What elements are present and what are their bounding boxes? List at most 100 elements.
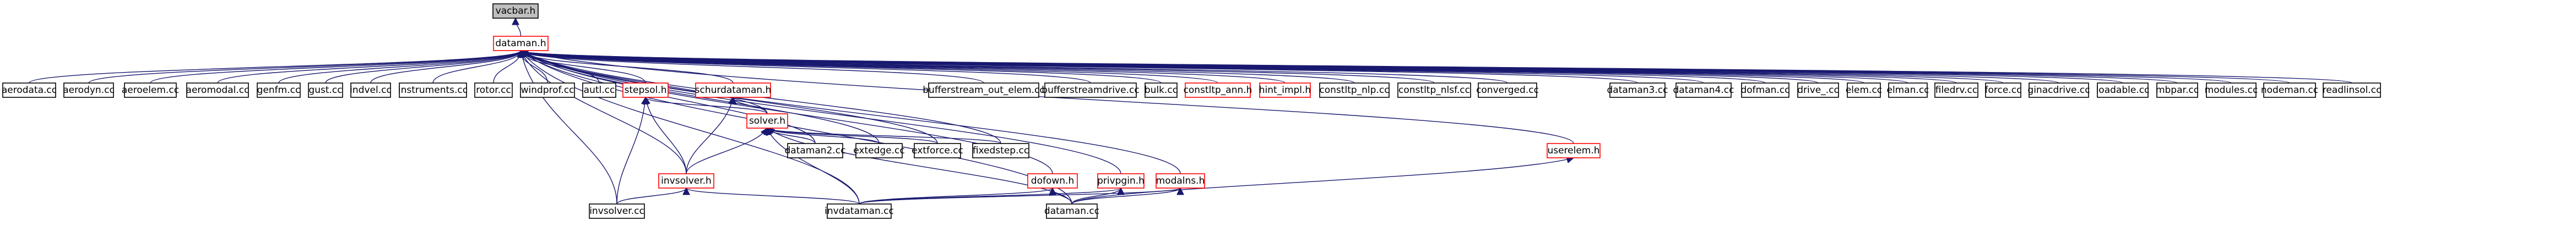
node-label: bufferstreamdrive.cc: [1042, 85, 1139, 96]
node-box: [1847, 82, 1881, 98]
edge-privpgin-to-dataman_cc: [1071, 188, 1121, 205]
node-elem[interactable]: elem.cc: [1846, 82, 1882, 98]
node-box: [787, 143, 843, 158]
node-nodeman[interactable]: nodeman.cc: [2261, 82, 2318, 98]
node-constltp-ann[interactable]: constltp_ann.h: [1184, 82, 1252, 98]
node-aerodata[interactable]: aerodata.cc: [2, 82, 57, 98]
node-label: dataman.h: [495, 38, 546, 49]
node-box: [399, 82, 467, 98]
node-box: [582, 82, 616, 98]
edge-dataman-to-aeroelem: [150, 50, 521, 84]
node-label: constltp_nlsf.cc: [1398, 85, 1470, 96]
edge-dofown-to-invdataman: [859, 188, 1053, 205]
node-label: userelem.h: [1547, 145, 1599, 156]
node-genfm[interactable]: genfm.cc: [257, 82, 301, 98]
edge-dataman-to-fixedstep: [521, 51, 1001, 144]
edge-dataman-to-dataman_cc: [521, 51, 1072, 205]
node-invsolver-h[interactable]: invsolver.h: [658, 173, 714, 189]
node-box: [2156, 82, 2198, 98]
node-fixedstep[interactable]: fixedstep.cc: [972, 143, 1029, 158]
node-label: constltp_ann.h: [1184, 85, 1252, 96]
node-invdataman[interactable]: invdataman.cc: [825, 203, 894, 219]
node-force[interactable]: force.cc: [1985, 82, 2022, 98]
node-dataman-cc[interactable]: dataman.cc: [1044, 203, 1099, 219]
edge-dataman-to-bufferstreamdrive: [521, 50, 1091, 84]
node-vacbar[interactable]: vacbar.h: [492, 3, 539, 19]
node-constltp-nlsf[interactable]: constltp_nlsf.cc: [1397, 82, 1471, 98]
node-box: [855, 143, 903, 158]
node-drive[interactable]: drive_.cc: [1797, 82, 1839, 98]
node-label: invsolver.cc: [589, 206, 644, 217]
node-label: stepsol.h: [625, 85, 667, 96]
node-box: [1156, 173, 1205, 189]
node-windprof[interactable]: windprof.cc: [520, 82, 575, 98]
node-bufferstream-out-elem[interactable]: bufferstream_out_elem.cc: [923, 82, 1045, 98]
edge-dataman-to-aeromodal: [217, 50, 521, 84]
node-box: [2029, 82, 2089, 98]
node-label: indvel.cc: [350, 85, 392, 96]
edge-dofown-to-dataman_cc: [1053, 188, 1072, 205]
node-label: dataman.cc: [1044, 206, 1099, 217]
edge-dataman-to-instruments: [432, 50, 521, 84]
node-invsolver-cc[interactable]: invsolver.cc: [589, 203, 645, 219]
node-schurdataman[interactable]: schurdataman.h: [695, 82, 772, 98]
node-label: nodeman.cc: [2261, 85, 2318, 96]
node-indvel[interactable]: indvel.cc: [350, 82, 392, 98]
node-label: dataman4.cc: [1673, 85, 1734, 96]
node-stepsol[interactable]: stepsol.h: [622, 82, 669, 98]
node-ginacdrive[interactable]: ginacdrive.cc: [2027, 82, 2090, 98]
node-filedrv[interactable]: filedrv.cc: [1934, 82, 1978, 98]
node-extedge[interactable]: extedge.cc: [853, 143, 905, 158]
edge-solver-to-invdataman: [767, 128, 860, 205]
node-box: [2, 82, 56, 98]
node-modalns[interactable]: modalns.h: [1156, 173, 1205, 189]
node-aeroelem[interactable]: aeroelem.cc: [122, 82, 179, 98]
node-hint-impl[interactable]: hint_impl.h: [1259, 82, 1311, 98]
node-dofown[interactable]: dofown.h: [1027, 173, 1078, 189]
node-box: [928, 82, 1039, 98]
node-label: drive_.cc: [1797, 85, 1839, 96]
edge-dataman-to-gust: [325, 50, 521, 84]
node-box: [63, 82, 114, 98]
node-label: extedge.cc: [853, 145, 904, 156]
node-readlinsol[interactable]: readlinsol.cc: [2323, 82, 2382, 98]
node-loadable[interactable]: loadable.cc: [2096, 82, 2150, 98]
node-privpgin[interactable]: privpgin.h: [1097, 173, 1145, 189]
node-bulk[interactable]: bulk.cc: [1145, 82, 1178, 98]
node-elman[interactable]: elman.cc: [1886, 82, 1929, 98]
node-dofman[interactable]: dofman.cc: [1740, 82, 1790, 98]
node-dataman2[interactable]: dataman2.cc: [785, 143, 846, 158]
node-rotor[interactable]: rotor.cc: [474, 82, 513, 98]
node-box: [1145, 82, 1178, 98]
node-autl[interactable]: autl.cc: [582, 82, 616, 98]
node-aeromodal[interactable]: aeromodal.cc: [186, 82, 250, 98]
node-aerodyn[interactable]: aerodyn.cc: [63, 82, 115, 98]
node-box: [1609, 82, 1666, 98]
node-label: converged.cc: [1476, 85, 1539, 96]
node-bufferstreamdrive[interactable]: bufferstreamdrive.cc: [1042, 82, 1140, 98]
node-solver[interactable]: solver.h: [746, 113, 788, 129]
node-box: [1044, 82, 1137, 98]
node-box: [1185, 82, 1251, 98]
edge-modalns-to-dataman_cc: [1071, 188, 1180, 205]
node-modules[interactable]: modules.cc: [2205, 82, 2258, 98]
node-dataman4[interactable]: dataman4.cc: [1673, 82, 1734, 98]
node-gust[interactable]: gust.cc: [308, 82, 343, 98]
node-dataman3[interactable]: dataman3.cc: [1607, 82, 1668, 98]
node-userelem[interactable]: userelem.h: [1547, 143, 1601, 158]
node-extforce[interactable]: extforce.cc: [912, 143, 963, 158]
node-label: modalns.h: [1156, 175, 1205, 186]
node-dataman[interactable]: dataman.h: [493, 36, 549, 51]
node-label: schurdataman.h: [695, 85, 772, 96]
node-label: mbpar.cc: [2156, 85, 2199, 96]
node-box: [257, 82, 301, 98]
node-mbpar[interactable]: mbpar.cc: [2156, 82, 2199, 98]
node-box: [492, 3, 539, 19]
node-converged[interactable]: converged.cc: [1476, 82, 1539, 98]
node-constltp-nlp[interactable]: constltp_nlp.cc: [1319, 82, 1390, 98]
node-box: [589, 203, 645, 219]
node-instruments[interactable]: instruments.cc: [398, 82, 468, 98]
node-label: privpgin.h: [1097, 175, 1145, 186]
node-box: [1985, 82, 2021, 98]
edge-dataman-to-invdataman: [521, 51, 860, 205]
